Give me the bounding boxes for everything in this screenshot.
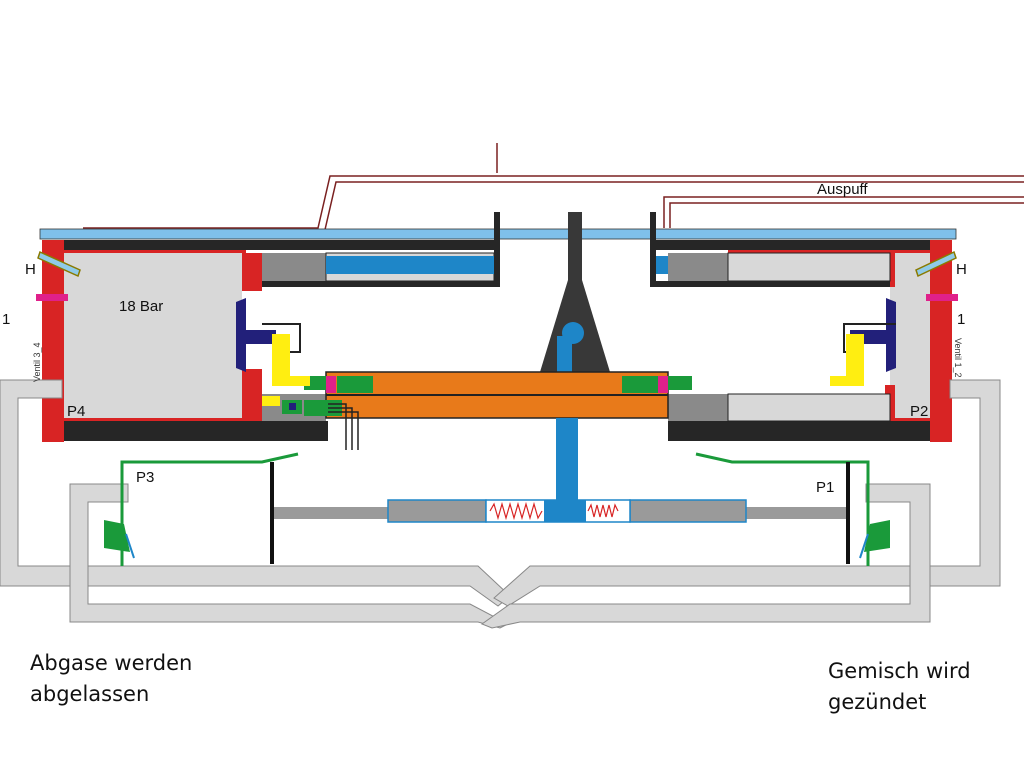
label-h-left: H bbox=[25, 261, 36, 278]
left-valve bbox=[236, 298, 310, 386]
label-one-left: 1 bbox=[2, 311, 10, 328]
plug-right bbox=[926, 294, 958, 301]
spring-left bbox=[489, 501, 543, 521]
injector-right bbox=[915, 250, 957, 278]
left-hydraulic-bar bbox=[326, 256, 494, 274]
left-cylinder bbox=[42, 212, 500, 442]
label-p3: P3 bbox=[136, 469, 154, 486]
exhaust-pipe-left bbox=[83, 143, 1024, 235]
exhaust-label: Auspuff bbox=[817, 181, 868, 198]
caption-exhaust-released: Abgase werden abgelassen bbox=[30, 651, 193, 706]
spring-mechanism bbox=[274, 418, 846, 523]
plug-left bbox=[36, 294, 68, 301]
exhaust-pipe-right bbox=[663, 196, 1024, 228]
right-cylinder bbox=[650, 212, 952, 442]
valve-label-left: Ventil 3_4 bbox=[32, 342, 42, 382]
piston-rod bbox=[282, 371, 692, 419]
center-post bbox=[568, 212, 582, 282]
label-p4: P4 bbox=[67, 403, 85, 420]
center-hydraulic-arm bbox=[557, 336, 572, 376]
injector-left bbox=[37, 250, 81, 278]
left-chamber bbox=[64, 253, 242, 418]
outer-pipes bbox=[0, 379, 1001, 629]
label-h-right: H bbox=[956, 261, 967, 278]
seal-left bbox=[337, 376, 373, 393]
pressure-label: 18 Bar bbox=[119, 298, 163, 315]
label-p2: P2 bbox=[910, 403, 928, 420]
spring-right bbox=[587, 503, 619, 518]
right-valve bbox=[830, 298, 896, 386]
right-hydraulic-bar bbox=[656, 256, 668, 274]
lower-right-chamber bbox=[695, 452, 890, 566]
seal-right bbox=[622, 376, 658, 393]
piston-rod-wires bbox=[328, 403, 359, 450]
valve-label-right: Ventil 1_2 bbox=[953, 338, 963, 378]
center-pivot bbox=[562, 322, 584, 344]
label-one-right: 1 bbox=[957, 311, 965, 328]
caption-mixture-ignited: Gemisch wird gezündet bbox=[828, 659, 971, 714]
lower-left-chamber bbox=[104, 452, 299, 566]
label-p1: P1 bbox=[816, 479, 834, 496]
